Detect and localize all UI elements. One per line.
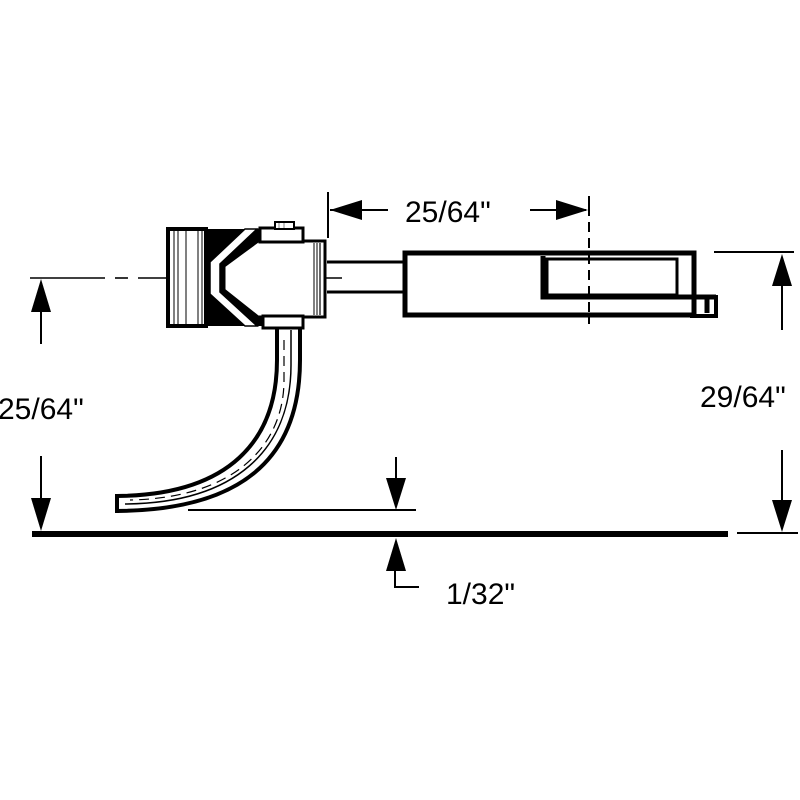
coupler-shank: [327, 260, 403, 294]
shank-length-dimension: 25/64": [327, 192, 588, 238]
trip-pin-clearance-dimension: 1/32": [188, 457, 515, 611]
mounting-height-label: 29/64": [700, 381, 786, 414]
mounting-height-dimension: 29/64": [700, 251, 798, 534]
trip-pin: [115, 327, 302, 513]
draft-gear-box: [402, 250, 718, 318]
rail-top-line: [32, 531, 728, 537]
coupler-height-label: 25/64": [0, 393, 84, 426]
trip-pin-clearance-label: 1/32": [446, 578, 515, 611]
shank-length-label: 25/64": [405, 196, 491, 229]
coupler-knuckle-head: [166, 221, 327, 330]
coupler-height-dimension: 25/64": [0, 279, 84, 531]
